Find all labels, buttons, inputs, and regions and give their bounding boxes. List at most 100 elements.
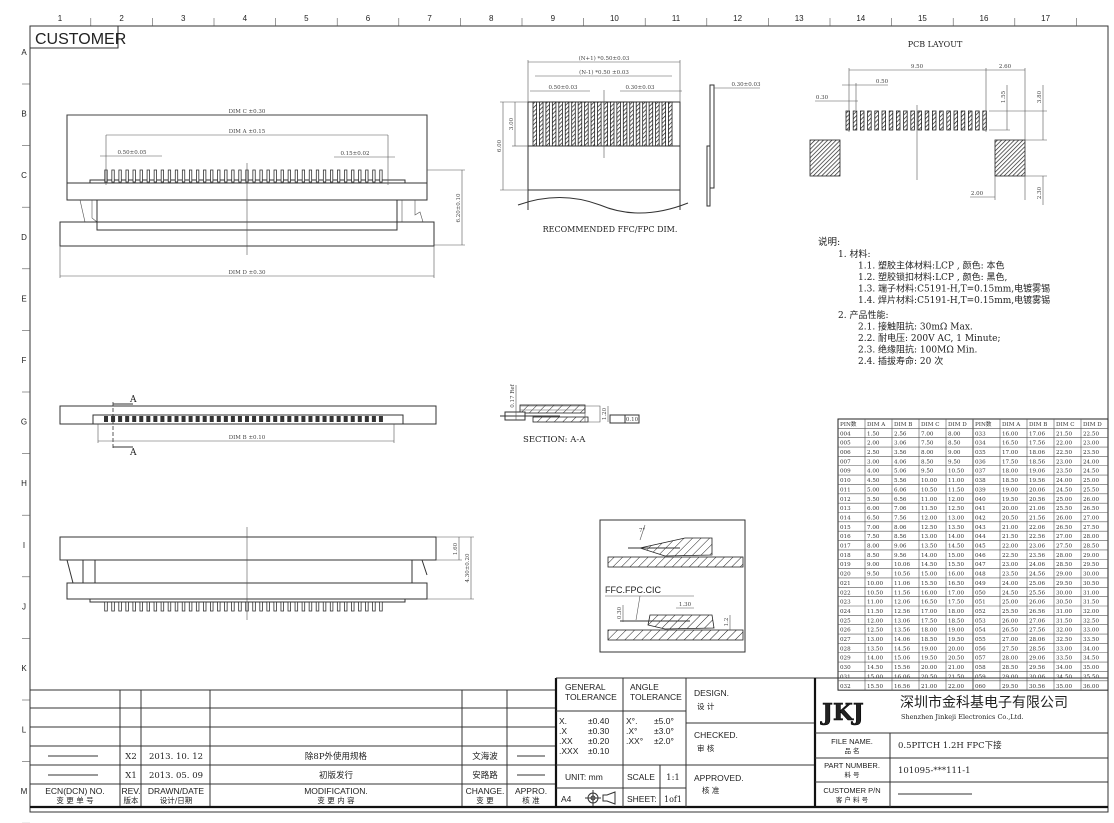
file-name-label: FILE NAME. bbox=[831, 737, 873, 746]
row-marker: E bbox=[21, 294, 26, 303]
section-mark-bottom: A bbox=[129, 448, 137, 458]
table-cell: 26.06 bbox=[1029, 600, 1045, 606]
table-cell: 035 bbox=[975, 450, 986, 456]
table-cell: 28.50 bbox=[1083, 544, 1099, 550]
table-cell: 7.50 bbox=[921, 441, 934, 447]
table-cell: 3.06 bbox=[894, 441, 907, 447]
design-label-cn: 设 计 bbox=[697, 701, 715, 711]
angle-tolerance-value: ±2.0° bbox=[654, 736, 674, 746]
checked-label: CHECKED. bbox=[694, 730, 738, 740]
pin bbox=[379, 601, 383, 612]
table-cell: 33.00 bbox=[1083, 628, 1099, 634]
detail-dim-c: 1.2 bbox=[724, 618, 730, 627]
front-view-pins bbox=[104, 601, 383, 612]
general-tolerance-value: ±0.10 bbox=[588, 746, 609, 756]
pin bbox=[118, 416, 123, 422]
table-cell: 14.00 bbox=[867, 656, 883, 662]
table-cell: 043 bbox=[975, 525, 986, 531]
pin bbox=[252, 601, 256, 612]
table-cell: 26.00 bbox=[1056, 515, 1072, 521]
pin bbox=[379, 169, 383, 183]
table-cell: 020 bbox=[840, 572, 851, 578]
ffc-contact-stripes bbox=[532, 101, 673, 147]
general-tolerance-title-1: GENERAL bbox=[565, 682, 606, 692]
table-cell: 24.00 bbox=[1056, 478, 1072, 484]
table-cell: 18.50 bbox=[1002, 478, 1018, 484]
table-cell: 8.56 bbox=[894, 534, 907, 540]
header-modification: MODIFICATION. bbox=[304, 786, 368, 796]
header-appro: APPRO. bbox=[515, 786, 547, 796]
column-marker: 10 bbox=[610, 14, 619, 23]
table-cell: 022 bbox=[840, 590, 851, 596]
pin bbox=[231, 169, 235, 183]
row-marker: B bbox=[21, 110, 26, 119]
column-marker: 17 bbox=[1041, 14, 1050, 23]
table-cell: 35.50 bbox=[1083, 674, 1099, 680]
column-marker: 14 bbox=[856, 14, 865, 23]
table-cell: 22.00 bbox=[948, 684, 964, 690]
pin bbox=[280, 601, 284, 612]
detail-angle-dim: 7° bbox=[639, 528, 645, 534]
table-cell: 14.06 bbox=[894, 637, 910, 643]
table-cell: 22.50 bbox=[1083, 431, 1099, 437]
ffc-contact bbox=[629, 101, 634, 147]
table-cell: 8.00 bbox=[948, 431, 961, 437]
table-cell: 19.00 bbox=[948, 628, 964, 634]
table-header-cell: DIM B bbox=[1029, 422, 1047, 428]
table-cell: 23.50 bbox=[1083, 450, 1099, 456]
table-cell: 052 bbox=[975, 609, 986, 615]
column-marker: 9 bbox=[551, 14, 556, 23]
table-cell: 29.00 bbox=[1083, 553, 1099, 559]
connector-front-view: 1.60 4.30±0.20 bbox=[59, 527, 474, 620]
pin bbox=[329, 601, 334, 612]
table-cell: 023 bbox=[840, 600, 851, 606]
pin bbox=[118, 601, 122, 612]
pcb-pad bbox=[860, 110, 865, 131]
table-cell: 13.06 bbox=[894, 618, 910, 624]
table-cell: 024 bbox=[840, 609, 851, 615]
pin bbox=[217, 169, 221, 183]
third-angle-projection-icon bbox=[585, 790, 616, 806]
detail-dim-b: 1.30 bbox=[679, 602, 692, 608]
pcb-pad bbox=[932, 110, 937, 131]
pin bbox=[358, 169, 362, 183]
table-cell: 16.06 bbox=[894, 674, 910, 680]
revision-rev: X2 bbox=[125, 752, 136, 762]
pin bbox=[210, 169, 214, 183]
table-cell: 19.00 bbox=[1002, 487, 1018, 493]
ffc-contact bbox=[635, 101, 641, 147]
table-cell: 17.06 bbox=[1029, 431, 1045, 437]
revision-modification: 除8P外使用规格 bbox=[305, 751, 368, 762]
table-cell: 30.00 bbox=[1083, 572, 1099, 578]
table-cell: 013 bbox=[840, 506, 851, 512]
table-cell: 27.06 bbox=[1029, 618, 1045, 624]
section-height-dim: 1.20 bbox=[602, 407, 608, 420]
angle-tolerance-format: .X° bbox=[626, 726, 637, 736]
table-cell: 27.56 bbox=[1029, 628, 1045, 634]
pin bbox=[181, 601, 186, 612]
table-cell: 021 bbox=[840, 581, 851, 587]
table-cell: 004 bbox=[840, 431, 851, 437]
customer-box: CUSTOMER bbox=[29, 25, 126, 49]
header-drawn: DRAWN/DATE bbox=[148, 786, 205, 796]
pin bbox=[358, 601, 362, 612]
table-cell: 14.50 bbox=[867, 665, 883, 671]
pcb-pad bbox=[903, 110, 908, 131]
table-cell: 20.56 bbox=[1029, 497, 1045, 503]
pin bbox=[294, 601, 299, 612]
table-cell: 17.00 bbox=[921, 609, 937, 615]
table-cell: 038 bbox=[975, 478, 986, 484]
title-block: JKJ 深圳市金科基电子有限公司 Shenzhen Jinkeji Electr… bbox=[813, 678, 1108, 807]
mating-detail-box: 7° FFC.FPC.CIC 0.30 1.30 1.2 bbox=[599, 519, 746, 653]
pin bbox=[343, 601, 348, 612]
pcb-pad bbox=[888, 110, 894, 131]
table-cell: 24.50 bbox=[1002, 590, 1018, 596]
pcb-pads bbox=[845, 110, 987, 131]
table-cell: 7.56 bbox=[894, 515, 907, 521]
pin bbox=[329, 416, 334, 422]
pcb-pad bbox=[960, 110, 966, 131]
table-cell: 057 bbox=[975, 656, 986, 662]
table-cell: 019 bbox=[840, 562, 851, 568]
table-cell: 21.00 bbox=[1002, 525, 1018, 531]
general-tolerance-value: ±0.20 bbox=[588, 736, 609, 746]
